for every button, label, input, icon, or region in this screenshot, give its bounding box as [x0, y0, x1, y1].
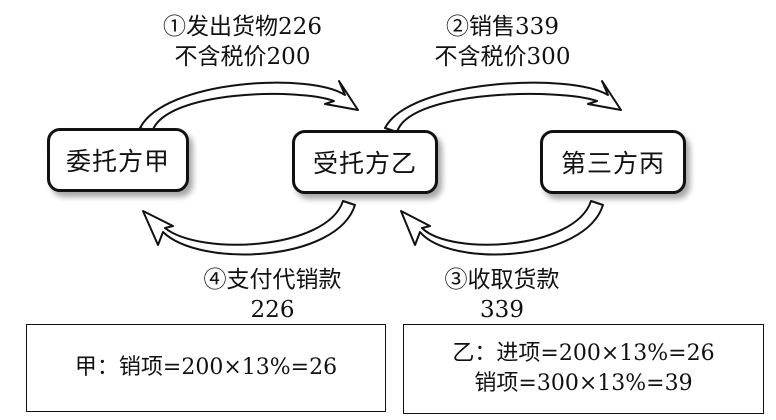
- arrow-b-to-a: [142, 200, 356, 256]
- flow-label-2: ②销售339 不含税价300: [415, 12, 590, 72]
- flow-label-1: ①发出货物226 不含税价200: [150, 12, 335, 72]
- flow-label-4-line1: ④支付代销款: [203, 267, 342, 293]
- arrow-b-to-c: [384, 80, 622, 133]
- flow-label-2-line1: ②销售339: [446, 14, 559, 40]
- flow-label-1-line1: ①发出货物226: [163, 14, 322, 40]
- arrow-c-to-b: [400, 200, 604, 256]
- flow-label-1-line2: 不含税价200: [174, 44, 311, 70]
- node-agent-yi: 受托方乙: [292, 130, 438, 194]
- node-principal-jia: 委托方甲: [47, 128, 189, 192]
- flow-label-3-line1: ③收取货款: [444, 267, 560, 293]
- arrow-a-to-b: [139, 80, 359, 133]
- flow-label-2-line2: 不含税价300: [434, 44, 571, 70]
- note-yi-line1: 乙：进项=200×13%=26: [452, 341, 715, 366]
- note-jia-line1: 甲：销项=200×13%=26: [74, 355, 338, 380]
- flow-label-4: ④支付代销款 226: [180, 265, 365, 325]
- note-yi: 乙：进项=200×13%=26 销项=300×13%=39: [403, 324, 764, 414]
- node-third-party-bing: 第三方丙: [540, 130, 686, 194]
- note-jia: 甲：销项=200×13%=26: [26, 324, 386, 412]
- flow-label-3-line2: 339: [480, 297, 524, 323]
- flow-label-4-line2: 226: [250, 297, 295, 323]
- flow-label-3: ③收取货款 339: [422, 265, 582, 325]
- note-yi-line2: 销项=300×13%=39: [474, 371, 693, 396]
